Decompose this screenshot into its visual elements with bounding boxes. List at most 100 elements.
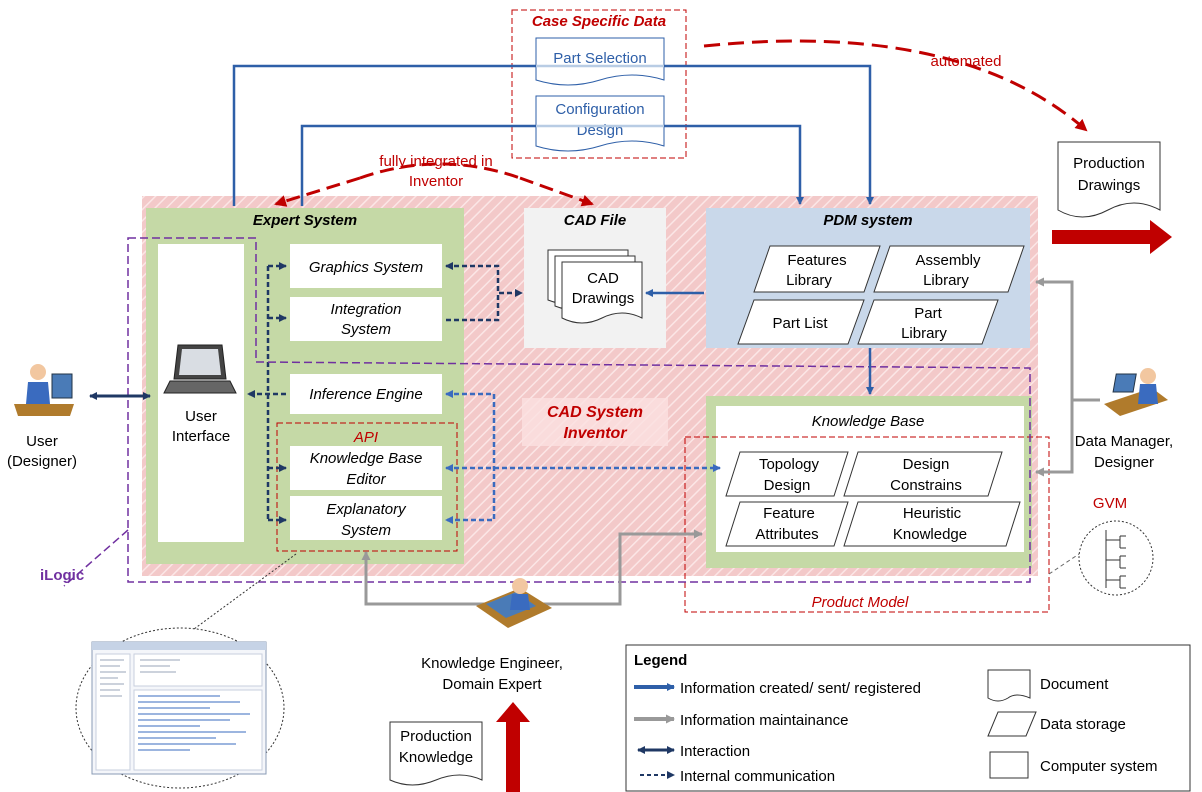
ilogic-editor-screenshot [91, 641, 267, 775]
topology-label-1: Topology [759, 456, 820, 473]
expert-system-title: Expert System [253, 212, 357, 229]
cad-drawings-document-icon [547, 249, 643, 324]
heuristic-storage [843, 501, 1021, 547]
case-specific-title: Case Specific Data [532, 13, 666, 30]
heuristic-label-2: Knowledge [893, 526, 967, 543]
output-arrow [1052, 220, 1172, 254]
part-library-label-1: Part [914, 305, 942, 322]
cad-drawings-label-2: Drawings [572, 290, 635, 307]
part-selection-label: Part Selection [553, 50, 646, 67]
data-manager-label-2: Designer [1094, 454, 1154, 471]
graphics-system-box [290, 244, 442, 288]
constraints-storage [843, 451, 1003, 497]
fully-integrated-left-arrow [274, 176, 361, 207]
assembly-library-storage [873, 245, 1025, 293]
legend-computer-system-label: Computer system [1040, 758, 1158, 775]
production-drawings-document [1057, 141, 1161, 218]
topology-storage [725, 451, 849, 497]
feature-attr-label-2: Attributes [755, 526, 818, 543]
assembly-library-label-1: Assembly [915, 252, 981, 269]
legend-box [625, 644, 1191, 792]
explanatory-label-1: Explanatory [326, 501, 407, 518]
user-designer-icon [14, 364, 74, 416]
user-interface-label-2: Interface [172, 428, 230, 445]
internal-communication-arrows [247, 262, 523, 524]
pdm-storages [737, 245, 1025, 345]
part-list-storage [737, 299, 865, 345]
legend-computer-system-icon [989, 751, 1029, 779]
inference-engine-box [290, 374, 442, 414]
api-zoom-leader [189, 553, 297, 633]
assembly-library-label-2: Library [923, 272, 969, 289]
integration-label-1: Integration [331, 301, 402, 318]
integration-label-2: System [341, 321, 391, 338]
legend-data-storage-label: Data storage [1040, 716, 1126, 733]
case-data-flow-lines [232, 64, 874, 206]
configuration-design-document [535, 95, 665, 152]
integration-system-box [290, 297, 442, 341]
legend-interaction-label: Interaction [680, 743, 750, 760]
ilogic-label: iLogic [40, 567, 84, 584]
features-library-label-1: Features [787, 252, 846, 269]
gvm-leader [1048, 551, 1083, 575]
kb-communication-arrows [445, 390, 721, 524]
configuration-label-2: Design [577, 122, 624, 139]
production-knowledge-label-2: Knowledge [399, 749, 473, 766]
case-data-passthrough [536, 64, 664, 128]
part-library-storage [857, 299, 999, 345]
gvm-zoom-circle [1078, 520, 1154, 596]
knowledge-base-title: Knowledge Base [812, 413, 925, 430]
ilogic-leader [63, 529, 129, 587]
product-model-box [684, 436, 1050, 613]
explanatory-label-2: System [341, 522, 391, 539]
kb-storages [725, 451, 1021, 547]
explanatory-system-box [290, 496, 442, 540]
legend-document-icon [987, 669, 1031, 702]
fully-integrated-label-2: Inventor [409, 173, 463, 190]
part-selection-document [535, 37, 665, 86]
legend-data-storage-icon [987, 711, 1037, 737]
constraints-label-1: Design [903, 456, 950, 473]
features-library-storage [753, 245, 881, 293]
heuristic-label-1: Heuristic [903, 505, 962, 522]
automated-arrow [703, 39, 1088, 132]
legend-document-label: Document [1040, 676, 1109, 693]
user-interface-label-1: User [185, 408, 217, 425]
maintenance-arrows [361, 277, 1100, 606]
features-library-label-2: Library [786, 272, 832, 289]
cad-system-label-bg [522, 398, 668, 446]
data-manager-icon [1104, 368, 1168, 416]
knowledge-engineer-label-2: Domain Expert [442, 676, 542, 693]
production-drawings-label-2: Drawings [1078, 177, 1141, 194]
production-drawings-label-1: Production [1073, 155, 1145, 172]
feature-attr-label-1: Feature [763, 505, 815, 522]
legend-created-label: Information created/ sent/ registered [680, 680, 921, 697]
inference-engine-label: Inference Engine [309, 386, 422, 403]
api-label: API [353, 429, 378, 446]
feature-attributes-storage [725, 501, 849, 547]
gvm-label: GVM [1093, 495, 1127, 512]
knowledge-engineer-label-1: Knowledge Engineer, [421, 655, 563, 672]
fully-integrated-right-arrow [519, 176, 594, 207]
graphics-system-label: Graphics System [309, 259, 423, 276]
configuration-label-1: Configuration [555, 101, 644, 118]
part-list-label: Part List [772, 315, 828, 332]
topology-label-2: Design [764, 477, 811, 494]
user-label-1: User [26, 433, 58, 450]
laptop-icon [163, 344, 237, 394]
production-knowledge-label-1: Production [400, 728, 472, 745]
user-label-2: (Designer) [7, 453, 77, 470]
kb-editor-label-1: Knowledge Base [310, 450, 423, 467]
constraints-label-2: Constrains [890, 477, 962, 494]
knowledge-engineer-icon [476, 578, 552, 628]
legend-title: Legend [634, 652, 687, 669]
automated-label: automated [931, 53, 1002, 70]
part-library-label-2: Library [901, 325, 947, 342]
cad-file-title: CAD File [564, 212, 627, 229]
cad-system-label-2: Inventor [563, 425, 627, 442]
ilogic-boundary [127, 237, 1031, 583]
product-model-label: Product Model [812, 594, 909, 611]
production-knowledge-document [389, 721, 483, 786]
data-manager-label-1: Data Manager, [1075, 433, 1173, 450]
